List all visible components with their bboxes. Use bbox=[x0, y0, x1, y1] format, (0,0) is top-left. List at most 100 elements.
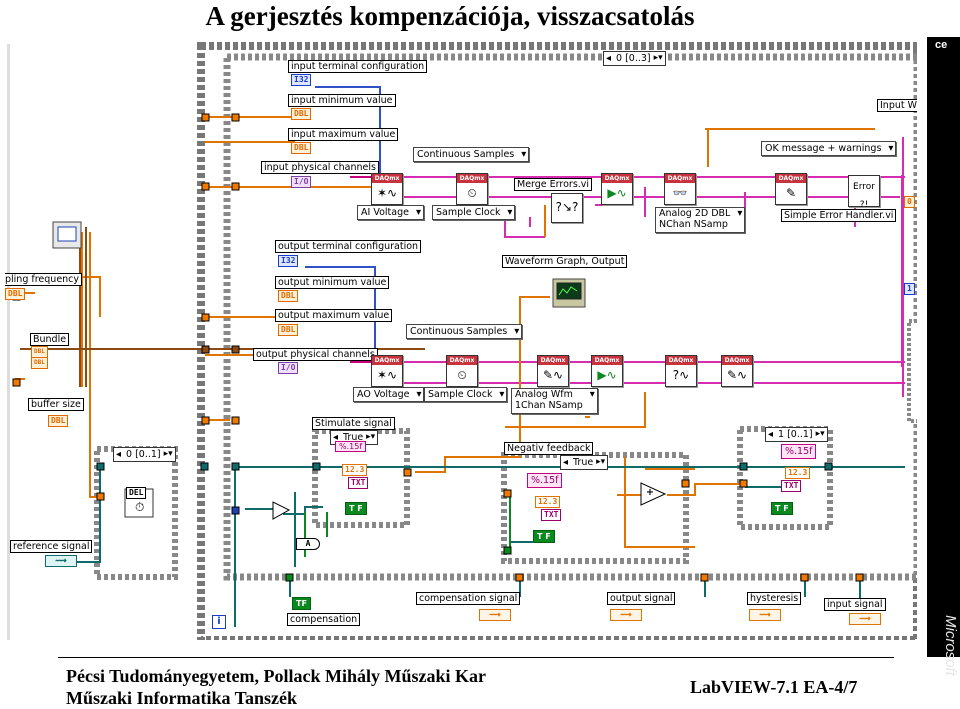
reference-signal-label: reference signal bbox=[10, 540, 92, 553]
merge-errors-icon: ?↘? bbox=[552, 198, 582, 216]
start-out-icon: ▶∿ bbox=[592, 366, 622, 384]
feedback-boolean[interactable]: T F bbox=[533, 530, 555, 543]
merge-errors-label: Merge Errors.vi bbox=[514, 178, 592, 191]
block-diagram: 0 [0..3] 0 [0..1] 1 [0..1] input termina… bbox=[5, 37, 917, 640]
reference-signal-terminal[interactable]: ⟿ bbox=[45, 555, 77, 567]
channel-icon: ✶∿ bbox=[372, 184, 402, 202]
output-signal-terminal[interactable]: ⟿ bbox=[610, 609, 642, 621]
read-icon: 👓 bbox=[665, 184, 695, 202]
footer-institution: Pécsi Tudományegyetem, Pollack Mihály Mű… bbox=[66, 665, 486, 709]
waveform-graph-output-label: Waveform Graph, Output bbox=[502, 255, 627, 268]
footer-department: Műszaki Informatika Tanszék bbox=[66, 687, 486, 709]
right-format-string[interactable]: %.15f bbox=[781, 444, 816, 459]
output-terminal-config-terminal[interactable]: I32 bbox=[278, 255, 298, 267]
footer-university: Pécsi Tudományegyetem, Pollack Mihály Mű… bbox=[66, 665, 486, 687]
sample-clock-out-ring[interactable]: Sample Clock bbox=[424, 387, 507, 402]
stimulate-boolean[interactable]: T F bbox=[345, 502, 367, 515]
sample-clock-in-ring[interactable]: Sample Clock bbox=[432, 205, 515, 220]
side-brand-bar: ce Microsoft bbox=[927, 37, 960, 657]
right-boolean[interactable]: T F bbox=[771, 502, 793, 515]
side-corner-text: ce bbox=[935, 39, 947, 51]
daqmx-wait-until-done[interactable]: DAQmx?∿ bbox=[665, 355, 697, 387]
daqmx-clear-in[interactable]: DAQmx✎ bbox=[775, 173, 807, 205]
simple-error-handler-vi[interactable]: Error?! bbox=[848, 175, 880, 207]
ao-voltage-ring[interactable]: AO Voltage bbox=[353, 387, 424, 402]
loop-index-terminal: i bbox=[212, 615, 226, 629]
hysteresis-terminal[interactable]: ⟿ bbox=[749, 609, 781, 621]
daqmx-start-out[interactable]: DAQmx▶∿ bbox=[591, 355, 623, 387]
feedback-case-selector[interactable]: True bbox=[560, 455, 608, 470]
outer-sequence-selector[interactable]: 0 [0..3] bbox=[603, 51, 666, 66]
compensation-signal-terminal[interactable]: ⟿ bbox=[479, 609, 511, 621]
right-edge-terminal-1[interactable]: 0 bbox=[904, 196, 915, 208]
daqmx-start-in[interactable]: DAQmx▶∿ bbox=[601, 173, 633, 205]
stimulate-text-terminal[interactable]: TXT bbox=[348, 477, 368, 489]
input-signal-label: input signal bbox=[824, 598, 886, 611]
ai-voltage-ring[interactable]: AI Voltage bbox=[357, 205, 424, 220]
output-physical-channels-label: output physical channels bbox=[253, 348, 378, 361]
compensation-signal-label: compensation signal bbox=[416, 592, 520, 605]
sampling-frequency-terminal[interactable]: DBL bbox=[5, 288, 25, 300]
eraser-out-icon: ✎∿ bbox=[722, 366, 752, 384]
right-sequence-selector[interactable]: 1 [0..1] bbox=[765, 427, 828, 442]
ok-message-warnings-ring[interactable]: OK message + warnings bbox=[761, 141, 896, 156]
sampling-frequency-label: pling frequency bbox=[5, 273, 82, 286]
feedback-text-terminal[interactable]: TXT bbox=[541, 509, 561, 521]
input-physical-channels-label: input physical channels bbox=[261, 161, 379, 174]
input-terminal-config-label: input terminal configuration bbox=[288, 60, 427, 73]
brand-watermark: Microsoft bbox=[942, 615, 959, 676]
daqmx-read[interactable]: DAQmx👓 bbox=[664, 173, 696, 205]
clock-icon: ⏲ bbox=[457, 184, 487, 202]
output-signal-label: output signal bbox=[607, 592, 675, 605]
buffer-size-label: buffer size bbox=[28, 398, 84, 411]
right-text-terminal[interactable]: TXT bbox=[781, 480, 801, 492]
add-node[interactable]: + bbox=[646, 487, 654, 498]
input-maximum-value-terminal[interactable]: DBL bbox=[291, 142, 311, 154]
daqmx-create-channel-out[interactable]: DAQmx✶∿ bbox=[371, 355, 403, 387]
negativ-feedback-label: Negativ feedback bbox=[504, 442, 593, 455]
input-signal-terminal[interactable]: ⟿ bbox=[849, 613, 881, 625]
start-icon: ▶∿ bbox=[602, 184, 632, 202]
buffer-size-terminal[interactable]: DBL bbox=[48, 415, 68, 427]
daqmx-timing-in[interactable]: DAQmx⏲ bbox=[456, 173, 488, 205]
clock-out-icon: ⏲ bbox=[447, 366, 477, 384]
output-maximum-value-label: output maximum value bbox=[275, 309, 392, 322]
output-minimum-value-label: output minimum value bbox=[275, 276, 389, 289]
input-minimum-value-label: input minimum value bbox=[288, 94, 396, 107]
output-physical-channels-terminal[interactable]: I/O bbox=[278, 362, 298, 374]
feedback-format-string[interactable]: %.15f bbox=[527, 473, 562, 488]
stimulate-numeric-to-string[interactable]: 12.3 bbox=[342, 464, 367, 476]
inner-sequence-selector[interactable]: 0 [0..1] bbox=[113, 447, 176, 462]
daqmx-create-channel-in[interactable]: DAQmx✶∿ bbox=[371, 173, 403, 205]
slide-title: A gerjesztés kompenzációja, visszacsatol… bbox=[0, 0, 900, 32]
output-maximum-value-terminal[interactable]: DBL bbox=[278, 324, 298, 336]
input-terminal-config-terminal[interactable]: I32 bbox=[291, 74, 311, 86]
bundle-input-2[interactable]: DBL bbox=[31, 357, 48, 369]
footer-divider bbox=[58, 657, 894, 658]
right-numeric-to-string[interactable]: 12.3 bbox=[785, 467, 810, 479]
output-minimum-value-terminal[interactable]: DBL bbox=[278, 290, 298, 302]
stimulate-signal-label: Stimulate signal bbox=[312, 417, 395, 430]
compensation-boolean-indicator[interactable]: TF bbox=[292, 597, 311, 610]
eraser-icon: ✎ bbox=[776, 184, 806, 202]
delay-function[interactable]: DEL bbox=[126, 487, 146, 499]
write-icon: ✎∿ bbox=[538, 366, 568, 384]
hysteresis-label: hysteresis bbox=[747, 592, 801, 605]
simple-error-handler-label: Simple Error Handler.vi bbox=[781, 209, 896, 222]
continuous-samples-in-ring[interactable]: Continuous Samples bbox=[413, 147, 529, 162]
right-edge-terminal-2[interactable]: 1 bbox=[904, 283, 915, 295]
stimulate-format-string[interactable]: %.15f bbox=[335, 441, 366, 452]
continuous-samples-out-ring[interactable]: Continuous Samples bbox=[406, 324, 522, 339]
feedback-numeric-to-string[interactable]: 12.3 bbox=[535, 496, 560, 508]
input-physical-channels-terminal[interactable]: I/O bbox=[291, 176, 311, 188]
daqmx-write[interactable]: DAQmx✎∿ bbox=[537, 355, 569, 387]
daqmx-timing-out[interactable]: DAQmx⏲ bbox=[446, 355, 478, 387]
input-minimum-value-terminal[interactable]: DBL bbox=[291, 108, 311, 120]
ramp-function[interactable]: A bbox=[296, 538, 320, 550]
daqmx-clear-out[interactable]: DAQmx✎∿ bbox=[721, 355, 753, 387]
input-maximum-value-label: input maximum value bbox=[288, 128, 398, 141]
merge-errors-vi[interactable]: ?↘? bbox=[551, 193, 583, 223]
bundle-label: Bundle bbox=[30, 333, 69, 346]
